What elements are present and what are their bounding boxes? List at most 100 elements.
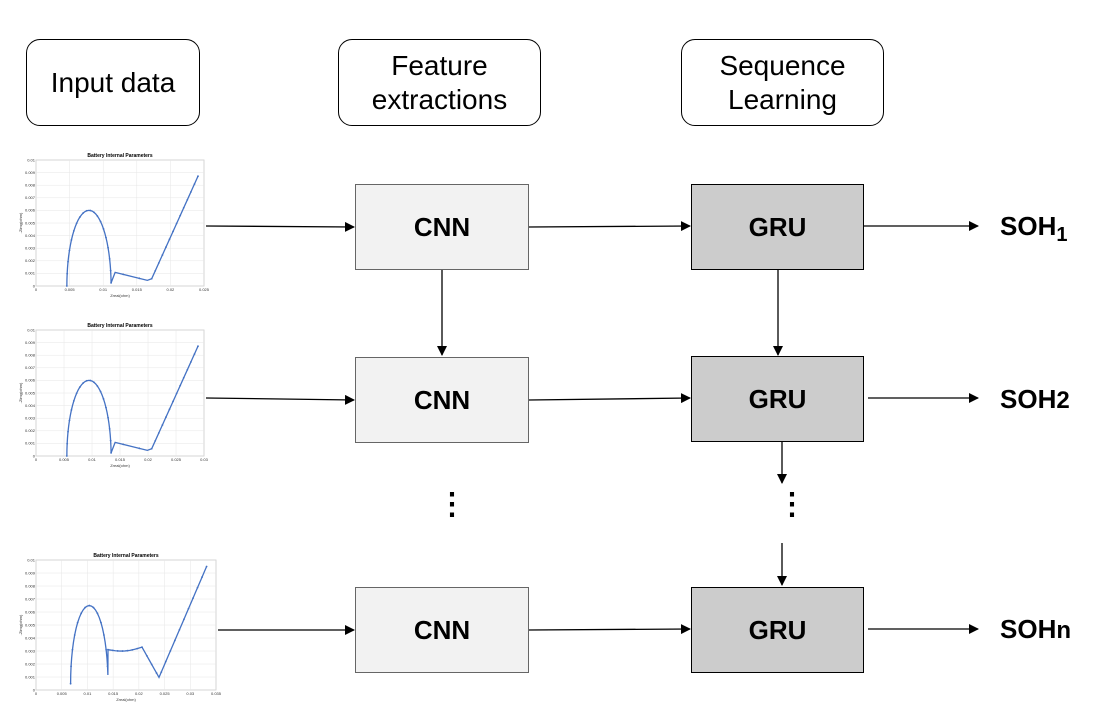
plot-marker — [145, 654, 148, 657]
header-feature-extractions: Feature extractions — [338, 39, 541, 126]
plot-marker — [172, 230, 174, 233]
plot-marker — [84, 606, 87, 609]
soh-output-n: SOHn — [1000, 614, 1071, 646]
plot-marker — [108, 427, 111, 430]
plot-marker — [189, 361, 192, 363]
plot-marker — [138, 447, 141, 450]
plot-marker — [173, 639, 176, 642]
plot-ytick-label: 0 — [33, 453, 36, 458]
plot-ytick-label: 0.004 — [25, 233, 36, 238]
cnn-block-1: CNN — [355, 184, 529, 270]
plot-marker — [175, 222, 178, 225]
plot-ytick-label: 0.01 — [27, 327, 36, 332]
plot-marker — [65, 455, 68, 457]
plot-marker — [96, 215, 99, 217]
plot-title: Battery Internal Parameters — [87, 153, 153, 159]
plot-marker — [76, 621, 79, 624]
plot-xtick-label: 0.005 — [59, 457, 70, 462]
plot-marker — [78, 386, 81, 389]
plot-marker — [196, 586, 199, 589]
plot-title: Battery Internal Parameters — [93, 553, 159, 559]
plot-marker — [67, 430, 69, 433]
plot-marker — [66, 272, 69, 275]
plot-xtick-label: 0 — [35, 457, 38, 462]
plot-xtick-label: 0.025 — [199, 287, 210, 292]
ellipsis-gru: ⋮ — [777, 488, 807, 521]
plot-marker — [186, 368, 189, 371]
plot-xtick-label: 0.025 — [160, 691, 171, 696]
plot-marker — [102, 227, 105, 230]
arrow-plot1-cnn1 — [205, 221, 355, 232]
plot-marker — [106, 665, 109, 668]
plot-marker — [110, 452, 112, 454]
plot-marker — [80, 612, 83, 615]
plot-marker — [175, 392, 178, 395]
cnn-block-n: CNN — [355, 587, 529, 673]
plot-marker — [93, 381, 95, 384]
plot-marker — [85, 379, 88, 382]
plot-marker — [96, 612, 99, 615]
plot-marker — [99, 220, 102, 223]
header-input-label: Input data — [50, 66, 176, 98]
ellipsis-cnn: ⋮ — [437, 488, 467, 521]
plot-curve — [69, 566, 208, 684]
plot-xtick-label: 0.01 — [88, 457, 97, 462]
plot-ytick-label: 0.009 — [25, 570, 36, 575]
plot-marker — [93, 211, 95, 214]
plot-marker — [72, 230, 75, 232]
plot-marker — [85, 209, 88, 212]
plot-ytick-label: 0.003 — [25, 416, 36, 421]
plot-ylabel: -Zimg(ohm) — [18, 212, 23, 233]
plot-marker — [160, 671, 163, 674]
plot-ytick-label: 0.005 — [25, 390, 36, 395]
plot-xtick-label: 0.01 — [99, 287, 108, 292]
gru-block-1: GRU — [691, 184, 864, 270]
plot-marker — [72, 400, 75, 402]
plot-marker — [82, 212, 85, 214]
plot-xtick-label: 0.015 — [108, 691, 119, 696]
gru-label: GRU — [748, 614, 807, 645]
plot-ylabel: -Zimg(ohm) — [18, 382, 23, 403]
plot-marker — [150, 277, 153, 280]
header-sequence-label: Sequence Learning — [719, 49, 846, 115]
plot-marker — [169, 650, 172, 652]
plot-xtick-label: 0.02 — [144, 457, 153, 462]
plot-ytick-label: 0.001 — [25, 441, 36, 446]
cnn-label: CNN — [413, 384, 471, 415]
plot-marker — [155, 672, 158, 674]
plot-marker — [164, 660, 167, 663]
plot-ytick-label: 0.004 — [25, 403, 36, 408]
plot-ytick-label: 0.01 — [27, 157, 36, 162]
plot-marker — [192, 597, 194, 600]
plot-xtick-label: 0.025 — [171, 457, 182, 462]
plot-marker — [88, 604, 91, 607]
plot-ytick-label: 0.01 — [27, 557, 36, 562]
plot-marker — [111, 649, 114, 652]
plot-marker — [78, 216, 81, 219]
plot-ytick-label: 0.001 — [25, 271, 36, 276]
plot-marker — [107, 246, 109, 249]
plot-ytick-label: 0.005 — [25, 220, 36, 225]
plot-ytick-label: 0 — [33, 283, 36, 288]
plot-marker — [182, 376, 185, 379]
plot-marker — [89, 379, 92, 382]
plot-ytick-label: 0.005 — [25, 622, 36, 627]
cnn-block-2: CNN — [355, 357, 529, 443]
plot-marker — [70, 409, 73, 411]
plot-marker — [138, 277, 141, 280]
plot-marker — [136, 647, 139, 650]
plot-marker — [193, 183, 196, 185]
plot-xtick-label: 0.03 — [200, 457, 209, 462]
plot-marker — [131, 648, 134, 651]
plot-marker — [186, 198, 189, 201]
plot-ytick-label: 0.003 — [25, 246, 36, 251]
plot-ytick-label: 0.007 — [25, 365, 36, 370]
header-feature-label: Feature extractions — [371, 49, 508, 115]
plot-marker — [107, 648, 109, 651]
input-plot-1: Battery Internal Parameters 0 0.005 0.01 0.0… — [18, 153, 210, 298]
plot-ytick-label: 0.008 — [25, 583, 36, 588]
plot-marker — [121, 650, 124, 652]
